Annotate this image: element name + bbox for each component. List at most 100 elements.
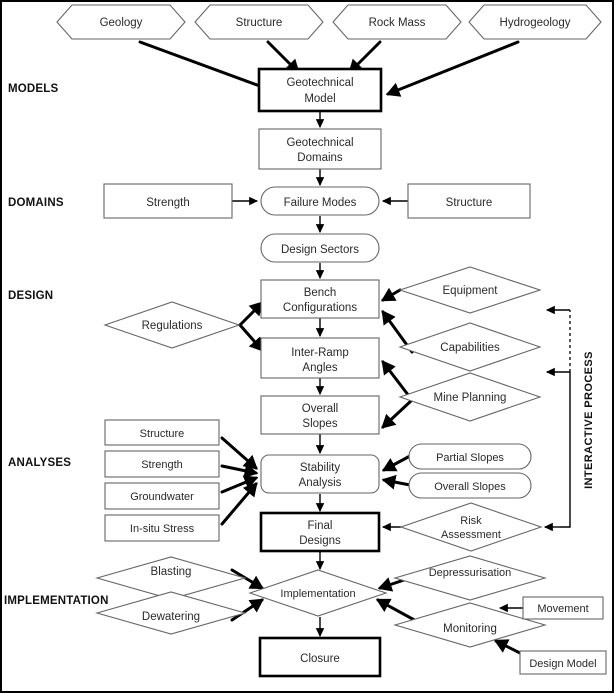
node-monitoring-label: Monitoring <box>443 623 497 635</box>
node-mine-planning[interactable]: Mine Planning <box>398 372 542 422</box>
node-movement-label: Movement <box>537 603 588 615</box>
node-insitu-stress[interactable]: In-situ Stress <box>104 514 220 542</box>
node-closure-label: Closure <box>300 653 340 665</box>
node-equipment-label: Equipment <box>443 285 499 297</box>
node-stability-analysis-line1: Stability <box>300 462 341 474</box>
connector-structure-to-stability <box>220 436 258 470</box>
node-movement[interactable]: Movement <box>522 596 604 620</box>
node-structure-analyses[interactable]: Structure <box>104 419 220 446</box>
node-depressurisation[interactable]: Depressurisation <box>393 555 547 601</box>
node-groundwater[interactable]: Groundwater <box>104 482 220 510</box>
node-groundwater-label: Groundwater <box>130 491 194 503</box>
node-stability-analysis-line2: Analysis <box>299 477 342 489</box>
connector-hydrogeology-to-model <box>385 40 520 97</box>
node-geotechnical-domains-line2: Domains <box>297 152 343 164</box>
node-structure-top[interactable]: Structure <box>194 4 324 40</box>
node-failure-modes[interactable]: Failure Modes <box>260 186 380 216</box>
node-strength-domains-label: Strength <box>146 197 189 209</box>
node-structure-analyses-label: Structure <box>140 428 185 440</box>
node-partial-slopes-label: Partial Slopes <box>436 452 504 464</box>
node-capabilities-label: Capabilities <box>440 342 500 354</box>
node-geotechnical-domains-line1: Geotechnical <box>286 137 353 149</box>
node-implementation-label: Implementation <box>280 588 355 600</box>
connector-overallslopes-stadium-to-stability <box>381 474 412 490</box>
node-rock-mass-label: Rock Mass <box>369 17 426 29</box>
node-risk-assessment[interactable]: Risk Assessment <box>399 502 543 552</box>
node-dewatering[interactable]: Dewatering <box>94 591 248 635</box>
node-risk-assessment-line2: Assessment <box>441 529 501 541</box>
connector-groundwater-to-stability <box>220 475 259 494</box>
node-inter-ramp-angles-line2: Angles <box>302 362 337 374</box>
node-inter-ramp-angles-line1: Inter-Ramp <box>291 347 349 359</box>
node-equipment[interactable]: Equipment <box>398 266 542 314</box>
node-structure-domains[interactable]: Structure <box>407 183 531 219</box>
node-geotechnical-domains[interactable]: Geotechnical Domains <box>258 128 382 170</box>
node-closure[interactable]: Closure <box>258 636 382 678</box>
connector-monitoring-to-implementation <box>375 598 420 624</box>
interactive-process-label: INTERACTIVE PROCESS <box>583 351 595 489</box>
connector-rockmass-to-model <box>348 40 382 74</box>
node-strength-domains[interactable]: Strength <box>103 183 233 219</box>
connector-blasting-to-implementation <box>230 568 265 590</box>
node-risk-assessment-line1: Risk <box>460 515 482 527</box>
node-geotechnical-model[interactable]: Geotechnical Model <box>257 67 383 113</box>
stage-label-domains: DOMAINS <box>8 197 64 209</box>
node-design-sectors[interactable]: Design Sectors <box>260 233 380 263</box>
stage-label-implementation: IMPLEMENTATION <box>4 595 109 607</box>
node-overall-slopes-stadium[interactable]: Overall Slopes <box>408 472 532 499</box>
node-overall-slopes-box-line2: Slopes <box>302 418 337 430</box>
node-monitoring[interactable]: Monitoring <box>393 602 547 648</box>
node-final-designs-line1: Final <box>308 520 333 532</box>
stage-label-design: DESIGN <box>8 290 53 302</box>
node-structure-domains-label: Structure <box>446 197 493 209</box>
node-strength-analyses[interactable]: Strength <box>104 450 220 478</box>
node-design-model[interactable]: Design Model <box>519 650 607 675</box>
node-capabilities[interactable]: Capabilities <box>398 322 542 372</box>
node-bench-configurations[interactable]: Bench Configurations <box>260 279 380 319</box>
node-design-sectors-label: Design Sectors <box>281 244 359 256</box>
connector-regulations-to-bench <box>238 301 264 327</box>
node-stability-analysis[interactable]: Stability Analysis <box>260 454 380 494</box>
node-geotechnical-model-line1: Geotechnical <box>286 77 353 89</box>
node-hydrogeology-label: Hydrogeology <box>500 17 571 29</box>
node-geotechnical-model-line2: Model <box>304 93 335 105</box>
node-geology-label: Geology <box>100 17 143 29</box>
stage-label-models: MODELS <box>8 83 59 95</box>
node-mine-planning-label: Mine Planning <box>434 392 507 404</box>
connector-partialslopes-to-stability <box>381 454 412 472</box>
node-final-designs-line2: Designs <box>299 535 341 547</box>
node-blasting-label: Blasting <box>151 566 192 578</box>
connector-mineplanning-to-overallslopes <box>381 398 414 429</box>
node-overall-slopes-box[interactable]: Overall Slopes <box>260 395 380 435</box>
node-overall-slopes-box-line1: Overall <box>302 403 338 415</box>
connector-equipment-to-bench <box>380 287 402 302</box>
node-rock-mass[interactable]: Rock Mass <box>332 4 462 40</box>
node-depressurisation-label: Depressurisation <box>429 567 512 579</box>
connector-regulations-to-interramp <box>238 323 264 352</box>
node-partial-slopes[interactable]: Partial Slopes <box>408 443 532 470</box>
node-dewatering-label: Dewatering <box>142 611 200 623</box>
node-structure-top-label: Structure <box>236 17 283 29</box>
node-overall-slopes-stadium-label: Overall Slopes <box>434 481 506 493</box>
node-inter-ramp-angles[interactable]: Inter-Ramp Angles <box>260 337 380 379</box>
node-final-designs[interactable]: Final Designs <box>259 511 381 553</box>
node-insitu-stress-label: In-situ Stress <box>130 523 195 535</box>
stage-label-analyses: ANALYSES <box>8 457 71 469</box>
node-strength-analyses-label: Strength <box>141 459 183 471</box>
node-bench-configurations-line1: Bench <box>304 287 337 299</box>
node-design-model-label: Design Model <box>529 658 596 670</box>
node-geology[interactable]: Geology <box>56 4 186 40</box>
node-bench-configurations-line2: Configurations <box>283 302 357 314</box>
node-failure-modes-label: Failure Modes <box>284 197 357 209</box>
node-blasting[interactable]: Blasting <box>94 556 248 600</box>
connector-designmodel-to-monitoring <box>493 639 526 657</box>
node-hydrogeology[interactable]: Hydrogeology <box>468 4 602 40</box>
connector-structure-to-model <box>266 40 300 74</box>
node-regulations[interactable]: Regulations <box>103 301 241 349</box>
node-implementation[interactable]: Implementation <box>248 569 388 617</box>
connector-strength-to-stability <box>220 463 259 479</box>
connector-insitu-to-stability <box>220 482 258 526</box>
